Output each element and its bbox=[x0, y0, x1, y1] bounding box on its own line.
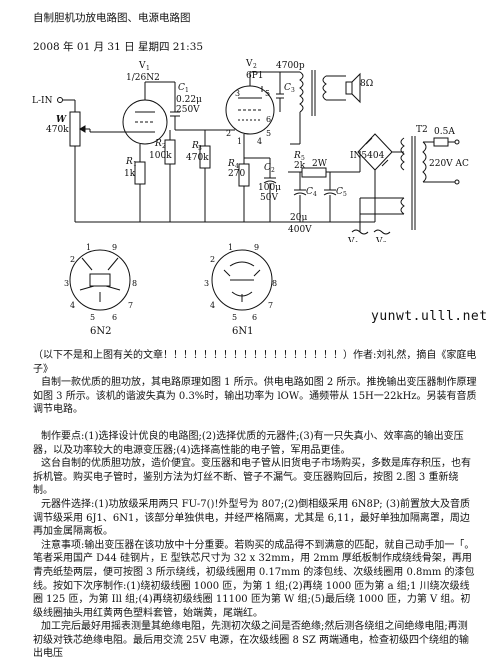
article-body: （以下不是和上图有关的文章！！！！！！！！！！！！！！！！！！）作者:刘礼然，摘… bbox=[33, 349, 477, 661]
svg-text:5: 5 bbox=[90, 313, 95, 322]
svg-text:1: 1 bbox=[237, 137, 242, 146]
svg-text:4: 4 bbox=[210, 301, 215, 310]
svg-text:270: 270 bbox=[228, 169, 245, 179]
svg-text:1: 1 bbox=[185, 87, 189, 94]
svg-text:3: 3 bbox=[235, 89, 240, 98]
svg-text:8: 8 bbox=[132, 279, 137, 288]
fuse bbox=[433, 137, 449, 147]
paragraph: 自制一款优质的胆功放，其电路原理如图 1 所示。供电电路如图 2 所示。推挽输出… bbox=[33, 377, 477, 416]
paragraph: 加工完后最好用摇表测量其绝缘电阻，先测初次级之间是否绝缘;然后测各绕组之间绝缘电… bbox=[33, 621, 470, 660]
svg-text:100k: 100k bbox=[149, 151, 172, 161]
svg-text:2: 2 bbox=[253, 63, 257, 70]
svg-text:C: C bbox=[178, 83, 185, 93]
svg-text:3: 3 bbox=[64, 279, 69, 288]
svg-text:6: 6 bbox=[266, 115, 271, 124]
svg-text:1: 1 bbox=[86, 243, 91, 252]
svg-text:470k: 470k bbox=[46, 125, 69, 135]
svg-text:2: 2 bbox=[226, 129, 231, 138]
svg-text:6: 6 bbox=[112, 313, 117, 322]
svg-text:5: 5 bbox=[266, 129, 271, 138]
svg-text:R: R bbox=[191, 141, 199, 151]
svg-text:1/26N2: 1/26N2 bbox=[126, 73, 160, 83]
svg-text:C: C bbox=[264, 163, 271, 173]
svg-text:V: V bbox=[375, 237, 383, 242]
amplifier-schematic: L-IN W 470k V 1 1/26N2 R 1 1k C 1 0.22μ … bbox=[32, 59, 469, 242]
svg-text:4: 4 bbox=[313, 191, 317, 198]
svg-text:2: 2 bbox=[210, 255, 215, 264]
svg-text:3: 3 bbox=[204, 279, 209, 288]
watermark: yunwt.ulll.net bbox=[371, 309, 488, 324]
svg-text:V: V bbox=[245, 59, 253, 69]
svg-text:C: C bbox=[306, 187, 313, 197]
svg-text:2: 2 bbox=[162, 143, 166, 150]
svg-text:2W: 2W bbox=[312, 159, 328, 169]
svg-text:20μ: 20μ bbox=[290, 213, 307, 223]
paragraph: 制作要点:(1)选择设计优良的电路图;(2)选择优质的元器件;(3)有一只失真小… bbox=[33, 430, 464, 456]
svg-text:0.5A: 0.5A bbox=[434, 127, 455, 137]
svg-text:2: 2 bbox=[383, 241, 387, 242]
svg-text:2k: 2k bbox=[294, 161, 306, 171]
svg-text:9: 9 bbox=[254, 243, 259, 252]
svg-text:3: 3 bbox=[291, 87, 295, 94]
svg-text:6: 6 bbox=[252, 313, 257, 322]
tube-pinout-diagrams: 1 2 3 4 5 6 7 8 9 6N2 1 2 3 4 5 6 7 8 9 … bbox=[64, 243, 277, 336]
svg-text:220V AC: 220V AC bbox=[429, 159, 469, 169]
svg-text:T2: T2 bbox=[416, 125, 428, 135]
svg-text:3: 3 bbox=[198, 145, 202, 152]
svg-text:2: 2 bbox=[271, 167, 275, 174]
svg-text:4: 4 bbox=[257, 137, 262, 146]
svg-text:R: R bbox=[125, 157, 133, 167]
svg-text:4: 4 bbox=[235, 163, 239, 170]
power-transformer bbox=[400, 137, 405, 171]
svg-text:6P1: 6P1 bbox=[246, 71, 264, 81]
svg-text:100μ: 100μ bbox=[258, 183, 281, 193]
resistor-r5 bbox=[301, 167, 327, 178]
svg-text:470k: 470k bbox=[186, 153, 209, 163]
svg-text:C: C bbox=[284, 83, 291, 93]
post-date: 2008 年 01 月 31 日 星期四 21:35 bbox=[33, 41, 204, 53]
svg-text:4700p: 4700p bbox=[276, 61, 305, 71]
svg-text:5: 5 bbox=[232, 313, 237, 322]
svg-text:2: 2 bbox=[70, 255, 75, 264]
page-title: 自制胆机功放电路图、电源电路图 bbox=[33, 12, 191, 24]
speaker bbox=[345, 81, 353, 95]
svg-text:W: W bbox=[56, 115, 67, 125]
svg-text:C: C bbox=[336, 187, 343, 197]
tube-6n2-socket bbox=[69, 249, 131, 311]
paragraph: 元器件选择:(1)功放级采用两只 FU-7()!外型号为 807;(2)倒相级采… bbox=[33, 498, 471, 538]
svg-text:8Ω: 8Ω bbox=[360, 79, 373, 89]
tube-6n2-label: 6N2 bbox=[90, 326, 111, 336]
svg-text:5: 5 bbox=[343, 191, 347, 198]
svg-text:8: 8 bbox=[272, 279, 277, 288]
input-label: L-IN bbox=[32, 96, 53, 106]
svg-text:V: V bbox=[347, 237, 355, 242]
paragraph: 注意事项:输出变压器在该功放中十分重要。若购买的成品得不到满意的匹配，就自己动手… bbox=[33, 539, 475, 619]
svg-text:5: 5 bbox=[265, 89, 270, 98]
svg-text:250V: 250V bbox=[176, 105, 200, 115]
output-transformer bbox=[299, 71, 304, 113]
svg-text:R: R bbox=[154, 139, 162, 149]
svg-text:50V: 50V bbox=[260, 193, 278, 203]
svg-text:0.22μ: 0.22μ bbox=[176, 95, 202, 105]
svg-text:4: 4 bbox=[70, 301, 75, 310]
volume-potentiometer bbox=[69, 111, 81, 147]
tube-6n1-socket bbox=[211, 249, 273, 311]
svg-text:IN5404: IN5404 bbox=[350, 151, 385, 161]
svg-text:1: 1 bbox=[146, 65, 150, 72]
svg-text:R: R bbox=[293, 151, 301, 161]
svg-text:400V: 400V bbox=[288, 225, 312, 235]
svg-text:1k: 1k bbox=[124, 169, 136, 179]
svg-text:1: 1 bbox=[133, 161, 137, 168]
svg-text:V: V bbox=[138, 61, 146, 71]
svg-text:7: 7 bbox=[128, 301, 133, 310]
svg-text:R: R bbox=[227, 159, 235, 169]
svg-text:5: 5 bbox=[301, 155, 305, 162]
svg-text:1: 1 bbox=[355, 241, 359, 242]
paragraph: 这台自制的优质胆功放，造价便宜。变压器和电子管从旧货电子市场购买，多数是库存积压… bbox=[33, 458, 471, 497]
svg-text:7: 7 bbox=[268, 301, 273, 310]
svg-text:9: 9 bbox=[112, 243, 117, 252]
svg-text:1: 1 bbox=[228, 243, 233, 252]
tube-6n1-label: 6N1 bbox=[232, 326, 253, 336]
paragraph-intro: （以下不是和上图有关的文章！！！！！！！！！！！！！！！！！！）作者:刘礼然，摘… bbox=[33, 350, 477, 375]
